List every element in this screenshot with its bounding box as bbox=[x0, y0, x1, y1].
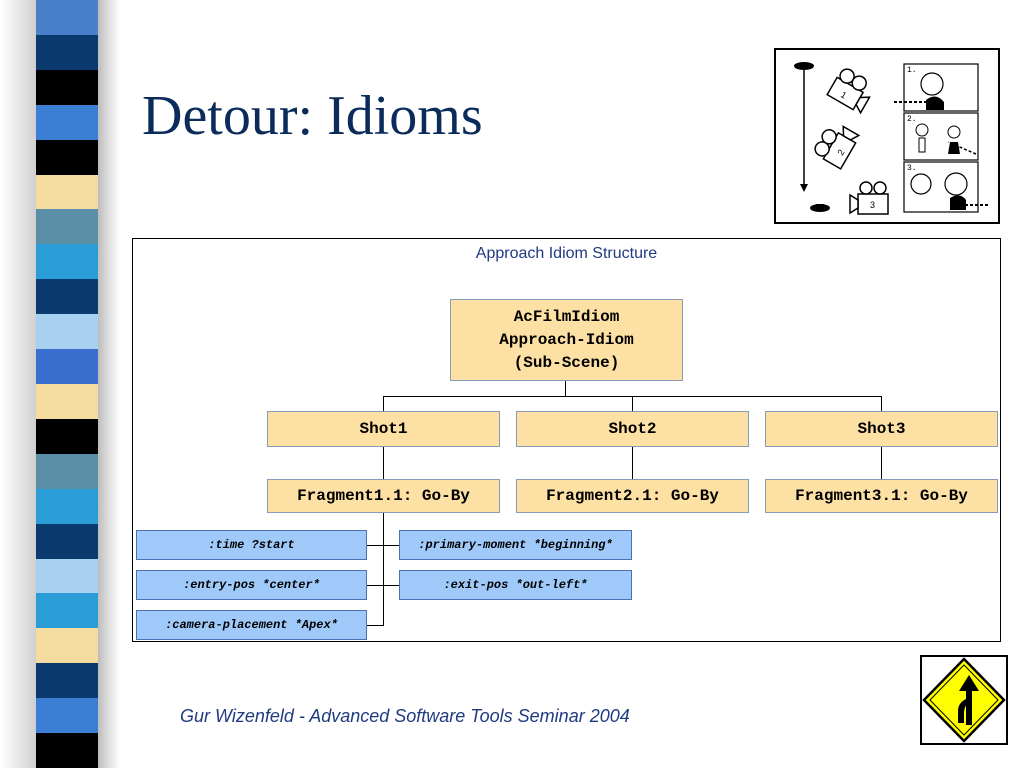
strip-bar bbox=[36, 139, 98, 176]
strip-bar bbox=[36, 558, 98, 595]
strip-bar bbox=[36, 244, 98, 281]
connector-frag1 bbox=[383, 447, 384, 479]
strip-bar bbox=[36, 453, 98, 490]
strip-bar bbox=[36, 628, 98, 665]
strip-bars bbox=[36, 0, 98, 768]
connector-shot3 bbox=[881, 396, 882, 411]
strip-bar bbox=[36, 34, 98, 71]
slide-footer: Gur Wizenfeld - Advanced Software Tools … bbox=[180, 706, 630, 726]
connector-shot1 bbox=[383, 396, 384, 411]
connector-root bbox=[565, 381, 566, 397]
diagram-title: Approach Idiom Structure bbox=[475, 245, 658, 262]
connector-param-row1 bbox=[367, 545, 399, 546]
strip-bar bbox=[36, 384, 98, 420]
panel-2-label: 2. bbox=[907, 115, 917, 124]
slide-title: Detour: Idioms bbox=[142, 85, 483, 147]
root-line1: AcFilmIdiom bbox=[513, 307, 620, 326]
strip-bar bbox=[36, 418, 98, 455]
shot-node: Shot3 bbox=[765, 411, 998, 447]
param-node: :exit-pos *out-left* bbox=[399, 570, 632, 600]
idiom-structure-diagram: Approach Idiom Structure AcFilmIdiom App… bbox=[132, 238, 1001, 642]
strip-bar bbox=[36, 174, 98, 211]
root-line3: (Sub-Scene) bbox=[513, 353, 620, 372]
strip-bar bbox=[36, 523, 98, 560]
param-node: :primary-moment *beginning* bbox=[399, 530, 632, 560]
panel-1-label: 1. bbox=[907, 66, 917, 75]
strip-bar bbox=[36, 733, 98, 768]
connector-params-vertical bbox=[383, 513, 384, 625]
param-node: :time ?start bbox=[136, 530, 367, 560]
fragment-node: Fragment1.1: Go-By bbox=[267, 479, 500, 513]
shot-node: Shot2 bbox=[516, 411, 749, 447]
strip-bar bbox=[36, 104, 98, 141]
strip-bar bbox=[36, 314, 98, 351]
connector-param-row3 bbox=[367, 625, 384, 626]
strip-bar bbox=[36, 663, 98, 700]
shot-node: Shot1 bbox=[267, 411, 500, 447]
strip-shadow bbox=[98, 0, 120, 768]
decorative-strip bbox=[0, 0, 120, 768]
root-node: AcFilmIdiom Approach-Idiom (Sub-Scene) bbox=[450, 299, 683, 381]
fragment-node: Fragment3.1: Go-By bbox=[765, 479, 998, 513]
strip-bar bbox=[36, 593, 98, 630]
sign-svg bbox=[922, 657, 1006, 743]
camera-3-label: 3 bbox=[870, 200, 875, 210]
connector-frag2 bbox=[632, 447, 633, 479]
connector-param-row2 bbox=[367, 585, 399, 586]
strip-bar bbox=[36, 349, 98, 385]
merge-sign-icon bbox=[920, 655, 1008, 745]
strip-bar bbox=[36, 209, 98, 246]
camera-1-label: 1 bbox=[839, 89, 848, 100]
connector-shot2 bbox=[632, 396, 633, 411]
strip-bar bbox=[36, 698, 98, 735]
panel-3-label: 3. bbox=[907, 164, 917, 173]
param-node: :camera-placement *Apex* bbox=[136, 610, 367, 640]
camera-2-label: 2 bbox=[835, 148, 846, 157]
strip-shade bbox=[0, 0, 36, 768]
param-node: :entry-pos *center* bbox=[136, 570, 367, 600]
root-line2: Approach-Idiom bbox=[499, 330, 634, 349]
fragment-node: Fragment2.1: Go-By bbox=[516, 479, 749, 513]
camera-diagram-svg: 1 2 3 1. 2. 3. bbox=[794, 62, 988, 215]
strip-bar bbox=[36, 69, 98, 106]
strip-bar bbox=[36, 0, 98, 36]
strip-bar bbox=[36, 488, 98, 525]
strip-bar bbox=[36, 279, 98, 316]
camera-illustration: 1 2 3 1. 2. 3. bbox=[774, 48, 1000, 224]
connector-frag3 bbox=[881, 447, 882, 479]
